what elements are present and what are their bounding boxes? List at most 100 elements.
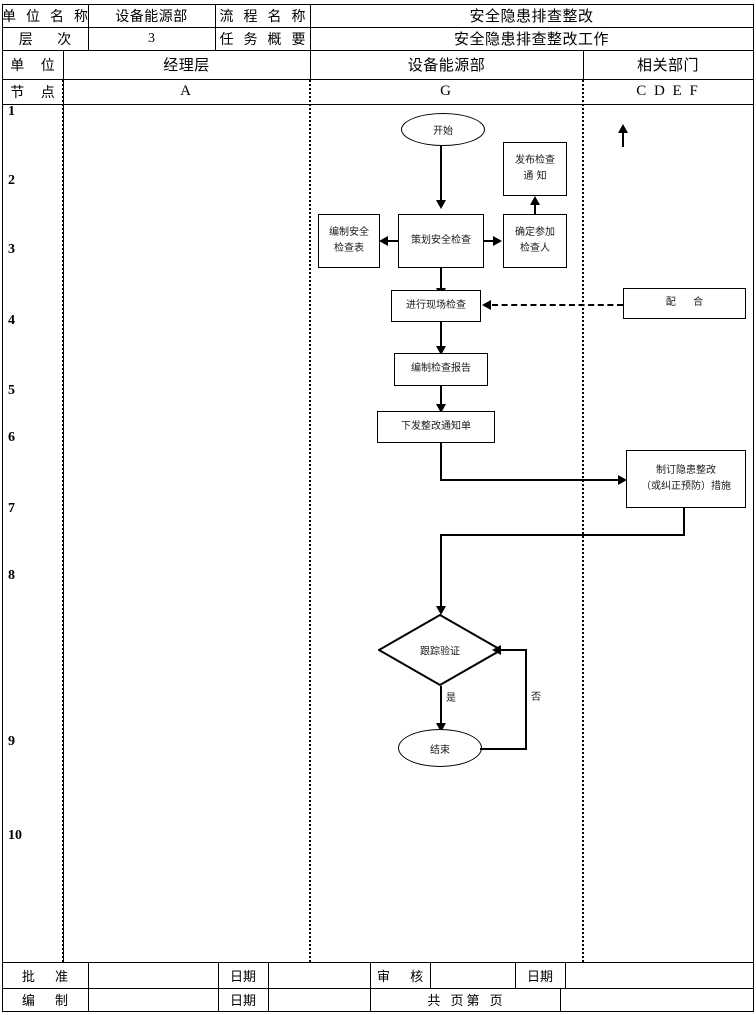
rectify-measures-line1: 制订隐患整改 [656, 464, 716, 476]
write-report-label: 编制检查报告 [411, 363, 471, 375]
publish-notice-line1: 发布检查 [515, 154, 555, 166]
end-node-label: 结束 [430, 744, 450, 756]
edge-verify-no-seg3 [500, 649, 527, 651]
header-v-583 [583, 50, 584, 79]
footer-v-565 [565, 962, 566, 988]
edge-rectify-to-verify-head-icon [436, 606, 446, 615]
edge-verify-no-seg2 [525, 650, 527, 748]
make-checklist-box: 编制安全 检查表 [318, 214, 380, 268]
table-line-r1 [2, 27, 754, 28]
table-line-left [2, 4, 3, 1012]
row-number: 3 [8, 242, 15, 257]
edge-label-yes: 是 [446, 693, 456, 704]
issue-notice-label: 下发整改通知单 [401, 420, 471, 432]
site-inspection-box: 进行现场检查 [391, 290, 481, 322]
header-label-unit-name: 单位名称 [2, 8, 98, 25]
publish-notice-line2: 通 知 [523, 171, 547, 182]
edge-site-to-report [440, 322, 442, 350]
start-node-label: 开始 [433, 126, 453, 137]
edge-rectify-to-verify-seg2 [440, 534, 685, 536]
footer-review-label: 审 核 [376, 969, 432, 985]
header-value-process: 安全隐患排查整改 [469, 7, 594, 25]
table-line-r3 [2, 79, 754, 80]
row-number: 6 [8, 430, 15, 445]
edge-plan-to-confirm [484, 240, 494, 242]
header-label-node: 节 点 [10, 84, 61, 101]
edge-site-to-report-head-icon [436, 346, 446, 355]
header-v-63 [63, 50, 64, 104]
footer-compile-value[interactable] [88, 988, 218, 1011]
swimlane-divider-1 [62, 80, 64, 962]
header-v-88 [88, 4, 89, 50]
footer-approve-date-value[interactable] [268, 962, 370, 988]
edge-report-to-issue [440, 386, 442, 410]
edge-verify-yes-head-icon [436, 723, 446, 732]
edge-verify-yes [440, 686, 442, 728]
header-lane1-title: 经理层 [163, 56, 210, 74]
edge-report-to-issue-head-icon [436, 404, 446, 413]
header-lane3-title: 相关部门 [636, 56, 699, 74]
lane3-top-arrow-stem [622, 131, 624, 147]
swimlane-divider-3 [582, 80, 584, 962]
header-lane2-title: 设备能源部 [407, 56, 486, 74]
footer-v-218a [218, 962, 219, 1011]
edge-issue-to-rectify-seg2 [440, 479, 622, 481]
footer-approve-value[interactable] [88, 962, 218, 988]
row-number: 7 [8, 501, 15, 516]
edge-plan-to-checklist [388, 240, 398, 242]
plan-inspection-box: 策划安全检查 [398, 214, 484, 268]
issue-notice-box: 下发整改通知单 [377, 411, 495, 443]
header-value-summary: 安全隐患排查整改工作 [453, 30, 609, 48]
footer-compile-label: 编 制 [21, 994, 77, 1009]
swimlane-divider-2 [309, 80, 311, 962]
make-checklist-line2: 检查表 [334, 243, 364, 254]
end-node: 结束 [398, 729, 482, 767]
edge-plan-to-site [440, 268, 442, 292]
header-label-process: 流程名称 [219, 8, 316, 25]
edge-confirm-to-publish [534, 203, 536, 215]
table-line-right [753, 4, 754, 1012]
row-number: 4 [8, 313, 15, 328]
edge-label-no: 否 [531, 692, 541, 703]
edge-start-to-plan [440, 146, 442, 202]
row-number: 1 [8, 104, 15, 119]
footer-compile-date-value[interactable] [268, 988, 370, 1011]
rectify-measures-line2: （或纠正预防）措施 [641, 481, 731, 492]
verify-decision-node: 跟踪验证 [378, 614, 502, 686]
edge-plan-to-checklist-head-icon [379, 236, 388, 246]
site-inspection-label: 进行现场检查 [406, 299, 466, 311]
edge-confirm-to-publish-head-icon [530, 196, 540, 205]
table-line-body [2, 962, 754, 963]
footer-review-value[interactable] [430, 962, 515, 988]
header-v-310b [310, 50, 311, 79]
footer-v-370a [370, 962, 371, 1011]
footer-review-date-label: 日期 [526, 969, 553, 985]
verify-decision-label: 跟踪验证 [420, 646, 460, 658]
lane3-top-arrow-head-icon [618, 124, 628, 133]
edge-plan-to-confirm-head-icon [493, 236, 502, 246]
header-lane1-node: A [180, 83, 193, 99]
footer-review-date-value[interactable] [565, 962, 753, 988]
edge-verify-no-seg1 [480, 748, 527, 750]
edge-cooperate-to-site-head-icon [482, 300, 491, 310]
header-v-215 [215, 4, 216, 50]
confirm-participants-line1: 确定参加 [515, 226, 555, 238]
table-line-r2 [2, 50, 754, 51]
row-number: 9 [8, 734, 15, 749]
header-lane3-node: C D E F [636, 83, 700, 99]
edge-issue-to-rectify-head-icon [618, 475, 627, 485]
header-lane2-node: G [440, 83, 453, 99]
footer-v-268a [268, 962, 269, 1011]
header-value-unit-name: 设备能源部 [115, 8, 188, 25]
header-label-summary: 任务概要 [219, 31, 316, 48]
edge-start-to-plan-head-icon [436, 200, 446, 209]
table-line-bottom [2, 1011, 754, 1012]
footer-page-label: 共 页第 页 [427, 994, 506, 1009]
header-v-310 [310, 4, 311, 50]
cooperate-box: 配 合 [623, 288, 746, 319]
table-line-f1 [2, 988, 754, 989]
row-number: 8 [8, 568, 15, 583]
cooperate-label: 配 合 [665, 297, 711, 309]
footer-approve-date-label: 日期 [229, 969, 256, 985]
confirm-participants-line2: 检查人 [520, 243, 550, 254]
